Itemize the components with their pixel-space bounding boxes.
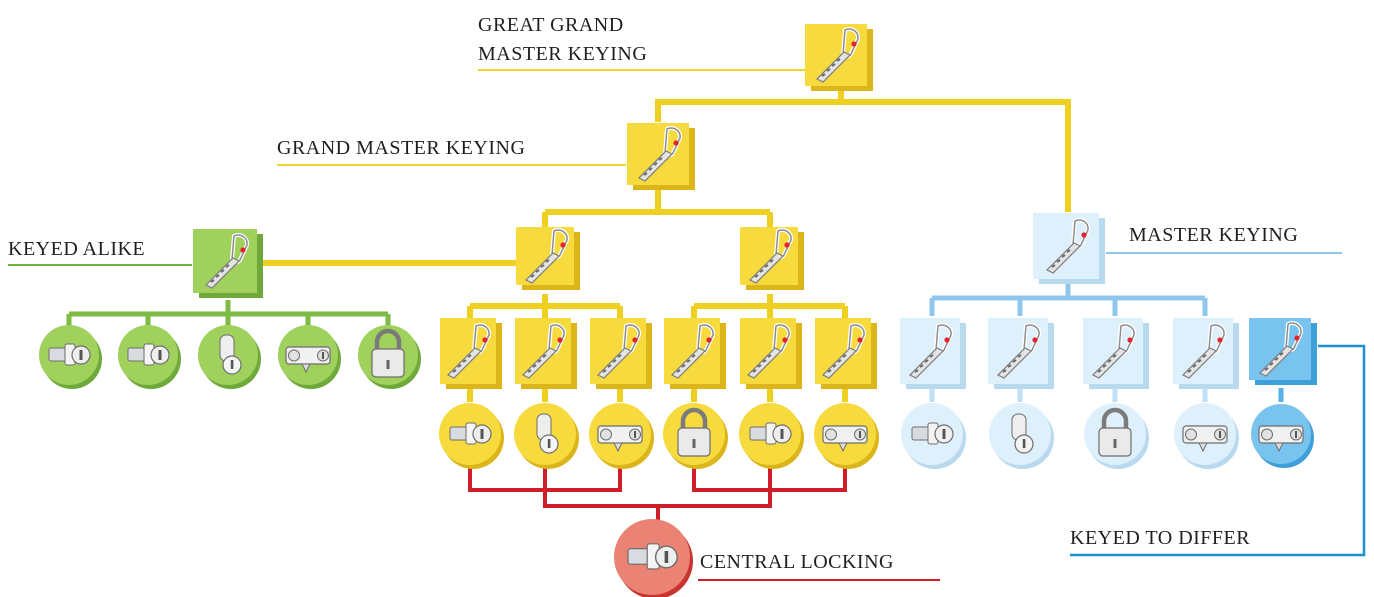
key-box-grand-master <box>627 123 695 190</box>
label-keyed-to-differ: KEYED TO DIFFER <box>1070 527 1251 549</box>
connector-lines <box>8 69 1366 581</box>
key-box-great-grand-master <box>805 24 873 91</box>
lock-circles-yellow <box>439 403 879 469</box>
user-key-boxes-blue <box>900 318 1239 389</box>
key-box-keyed-to-differ <box>1249 318 1317 385</box>
label-keyed-alike: KEYED ALIKE <box>8 238 146 260</box>
key-box-keyed-alike <box>193 229 263 298</box>
lock-circles-light-blue <box>901 403 1239 469</box>
key-box-master-keying <box>1033 213 1105 284</box>
label-great-grand-line1: GREAT GRAND <box>478 14 624 36</box>
lock-circle-central-locking <box>614 519 693 597</box>
label-master-keying: MASTER KEYING <box>1129 224 1299 246</box>
key-box-master-right <box>740 227 804 290</box>
user-key-boxes-yellow <box>440 318 877 389</box>
label-great-grand-line2: MASTER KEYING <box>478 43 648 65</box>
label-grand-master-keying: GRAND MASTER KEYING <box>277 137 526 159</box>
label-central-locking: CENTRAL LOCKING <box>700 551 894 573</box>
lock-circles-green <box>39 325 421 389</box>
lock-circle-keyed-to-differ <box>1251 404 1314 468</box>
key-box-master-left <box>516 227 580 290</box>
